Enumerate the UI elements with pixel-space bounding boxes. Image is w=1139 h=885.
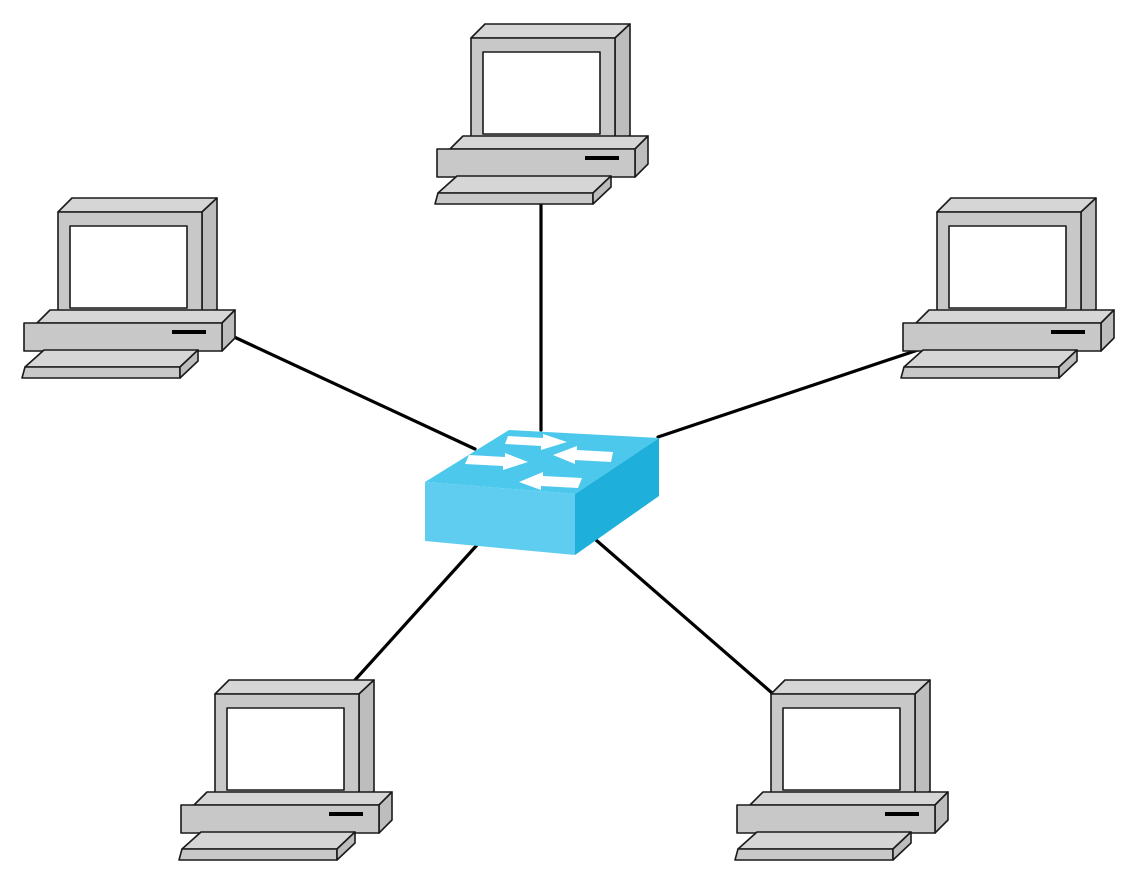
links-layer xyxy=(230,203,920,695)
keyboard-front xyxy=(178,848,338,861)
link-pc-upper-right-to-switch xyxy=(656,348,920,439)
monitor-screen xyxy=(482,51,601,135)
desktop-computer-icon xyxy=(21,197,236,379)
base-front xyxy=(736,804,936,834)
link-pc-upper-left-to-switch xyxy=(230,334,477,451)
keyboard-front xyxy=(900,366,1060,379)
monitor-screen xyxy=(226,707,345,791)
switch-side-face xyxy=(575,438,659,555)
monitor-top xyxy=(57,197,218,213)
keyboard-front xyxy=(21,366,181,379)
monitor-top xyxy=(770,679,931,695)
base-top xyxy=(449,135,649,150)
keyboard-front xyxy=(434,192,594,205)
switch-front-face xyxy=(425,482,575,555)
desktop-computer-icon xyxy=(734,679,949,861)
keyboard-top xyxy=(903,349,1078,368)
monitor-side xyxy=(914,679,931,805)
keyboard-side xyxy=(892,831,912,861)
drive-slot xyxy=(172,330,206,334)
monitor-top xyxy=(470,23,631,39)
keyboard-side xyxy=(1058,349,1078,379)
switch-top-face xyxy=(425,430,659,494)
monitor-side xyxy=(201,197,218,323)
keyboard-front xyxy=(734,848,894,861)
link-pc-lower-left-to-switch xyxy=(353,543,479,682)
link-pc-lower-right-to-switch xyxy=(594,538,774,695)
base-top xyxy=(749,791,949,806)
monitor-screen xyxy=(948,225,1067,309)
switch-arrow-right-2 xyxy=(465,453,528,470)
keyboard-top xyxy=(24,349,199,368)
monitor-side xyxy=(358,679,375,805)
base-top xyxy=(36,309,236,324)
drive-slot xyxy=(1051,330,1085,334)
base-front xyxy=(23,322,223,352)
monitor-screen xyxy=(69,225,188,309)
base-top xyxy=(915,309,1115,324)
drive-slot xyxy=(585,156,619,160)
monitor-side xyxy=(1080,197,1097,323)
monitor-screen xyxy=(782,707,901,791)
keyboard-top xyxy=(737,831,912,850)
switch-arrow-left-1 xyxy=(553,446,613,464)
base-front xyxy=(902,322,1102,352)
drive-slot xyxy=(329,812,363,816)
keyboard-top xyxy=(181,831,356,850)
monitor-top xyxy=(936,197,1097,213)
keyboard-side xyxy=(592,175,612,205)
desktop-computer-icon xyxy=(900,197,1115,379)
keyboard-side xyxy=(179,349,199,379)
desktop-computer-icon xyxy=(434,23,649,205)
switch-arrow-right-1 xyxy=(505,434,567,450)
monitor-side xyxy=(614,23,631,149)
switch-arrow-left-2 xyxy=(519,472,582,490)
base-top xyxy=(193,791,393,806)
base-front xyxy=(436,148,636,178)
keyboard-side xyxy=(336,831,356,861)
drive-slot xyxy=(885,812,919,816)
network-switch-icon xyxy=(425,430,659,555)
desktop-computer-icon xyxy=(178,679,393,861)
hub-layer xyxy=(425,430,659,555)
keyboard-top xyxy=(437,175,612,194)
monitor-top xyxy=(214,679,375,695)
base-front xyxy=(180,804,380,834)
nodes-layer xyxy=(21,23,1115,861)
